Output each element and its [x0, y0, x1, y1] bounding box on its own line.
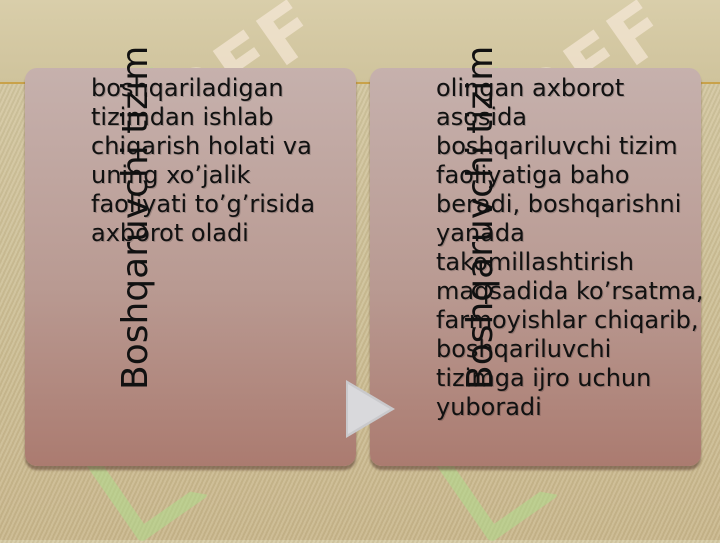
right-card-text: olingan axborot asosida boshqariluvchi t… — [436, 74, 704, 421]
flow-arrow-highlight — [348, 384, 390, 434]
right-card — [370, 68, 701, 466]
left-card — [25, 68, 356, 466]
header-divider — [0, 82, 720, 84]
left-card-text: boshqariladigan tizimdan ishlab chiqaris… — [91, 74, 316, 247]
